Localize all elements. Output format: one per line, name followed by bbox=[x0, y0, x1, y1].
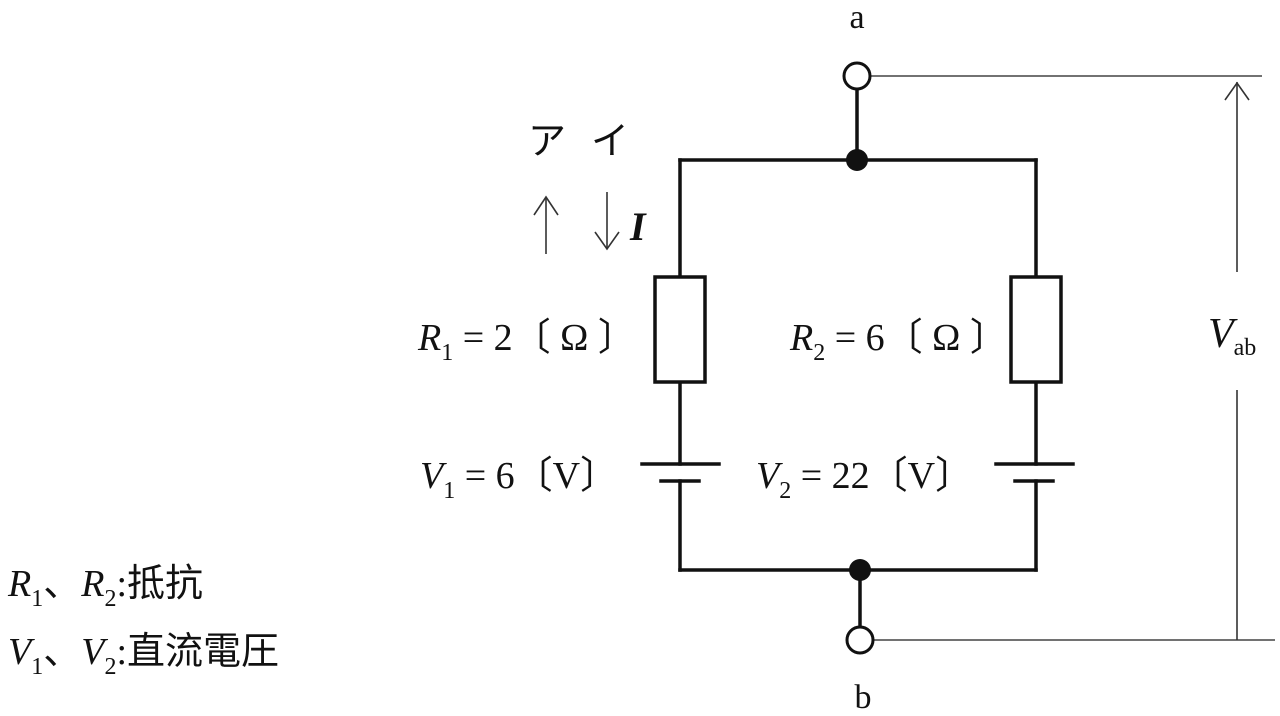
v1-symbol: V bbox=[420, 455, 447, 497]
legend-r1-subscript: 1 bbox=[31, 586, 43, 612]
legend-r2-symbol: R bbox=[80, 563, 104, 605]
r2-symbol: R bbox=[789, 317, 813, 359]
v2-bracket-close: 〕 bbox=[935, 455, 973, 497]
v1-unit: V bbox=[553, 455, 581, 497]
r2-bracket-open: 〔 bbox=[885, 317, 923, 359]
legend-r2-subscript: 2 bbox=[104, 586, 116, 612]
v2-unit: V bbox=[908, 455, 936, 497]
r2-label: R2 = 6〔 Ω 〕 bbox=[789, 317, 1008, 366]
v1-bracket-open: 〔 bbox=[515, 455, 553, 497]
r1-value: = 2 bbox=[453, 317, 512, 359]
legend-v2-symbol: V bbox=[81, 631, 108, 673]
v1-value: = 6 bbox=[455, 455, 514, 497]
current-label: I bbox=[629, 204, 647, 249]
v2-value: = 22 bbox=[791, 455, 869, 497]
r1-bracket-close: 〕 bbox=[598, 317, 636, 359]
v1-bracket-close: 〕 bbox=[580, 455, 618, 497]
terminal-b bbox=[845, 625, 875, 655]
v2-label: V2 = 22〔V〕 bbox=[756, 455, 973, 504]
legend-v1-subscript: 1 bbox=[31, 654, 43, 680]
down-arrow-icon bbox=[594, 192, 620, 251]
legend-voltages: V1、V2:直流電圧 bbox=[8, 629, 279, 680]
vab-arrow-head-icon bbox=[1224, 81, 1250, 101]
legend-v-description: 直流電圧 bbox=[127, 629, 279, 673]
v2-bracket-open: 〔 bbox=[870, 455, 908, 497]
junction-bottom bbox=[849, 559, 871, 581]
terminal-b-label: b bbox=[855, 679, 872, 716]
vab-label: Vab bbox=[1208, 311, 1256, 361]
legend-v1-symbol: V bbox=[8, 631, 35, 673]
r2-unit: Ω bbox=[923, 317, 970, 359]
r1-bracket-open: 〔 bbox=[513, 317, 551, 359]
r1-subscript: 1 bbox=[441, 340, 453, 366]
terminal-a-label: a bbox=[849, 0, 864, 36]
v2-subscript: 2 bbox=[779, 478, 791, 504]
choice-i-label: イ bbox=[591, 119, 629, 163]
legend-v2-subscript: 2 bbox=[104, 654, 116, 680]
vab-subscript: ab bbox=[1234, 335, 1257, 361]
legend-r-separator: 、 bbox=[43, 561, 81, 605]
choice-a-label: ア bbox=[528, 119, 566, 163]
vab-symbol: V bbox=[1208, 311, 1238, 357]
legend-r-colon: : bbox=[116, 563, 127, 605]
resistor-r1 bbox=[653, 275, 707, 384]
r2-subscript: 2 bbox=[813, 340, 825, 366]
v2-symbol: V bbox=[756, 455, 783, 497]
legend-v-colon: : bbox=[116, 631, 127, 673]
legend-r1-symbol: R bbox=[7, 563, 31, 605]
resistor-r2 bbox=[1009, 275, 1063, 384]
r2-value: = 6 bbox=[825, 317, 884, 359]
r1-label: R1 = 2〔 Ω 〕 bbox=[417, 317, 636, 366]
r1-symbol: R bbox=[417, 317, 441, 359]
r2-bracket-close: 〕 bbox=[970, 317, 1008, 359]
legend-resistors: R1、R2:抵抗 bbox=[7, 561, 203, 612]
battery-v1 bbox=[640, 462, 721, 483]
v1-label: V1 = 6〔V〕 bbox=[420, 455, 618, 504]
junction-top bbox=[846, 149, 868, 171]
up-arrow-icon bbox=[533, 195, 559, 254]
v1-subscript: 1 bbox=[443, 478, 455, 504]
battery-v2 bbox=[994, 462, 1075, 483]
terminal-a bbox=[842, 61, 872, 91]
legend-v-separator: 、 bbox=[43, 629, 81, 673]
r1-unit: Ω bbox=[551, 317, 598, 359]
legend-r-description: 抵抗 bbox=[127, 561, 203, 605]
